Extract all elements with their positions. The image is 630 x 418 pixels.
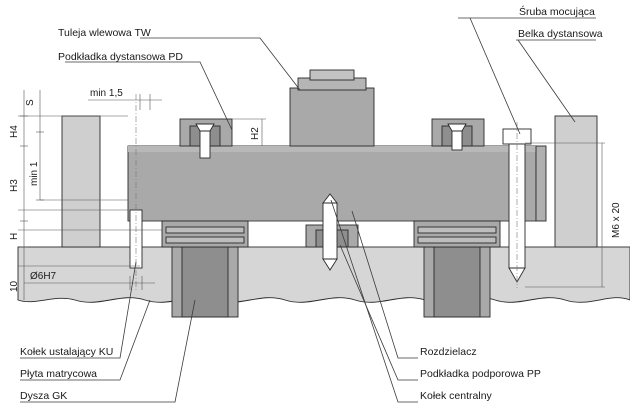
mounting-screw-shank: [508, 143, 526, 269]
spacer-beam: [554, 115, 598, 248]
dim-h3: H3: [9, 179, 20, 192]
dim-h4: H4: [9, 125, 20, 138]
pad-screw-right: [451, 129, 463, 151]
label-nozzle: Dysza GK: [20, 390, 67, 402]
label-spacer-pad: Podkładka dystansowa PD: [58, 51, 183, 63]
dim-m6x20: M6 x 20: [611, 202, 622, 238]
sprue-bushing: [289, 87, 375, 147]
dim-o6h7: Ø6H7: [30, 271, 57, 282]
pad-screw-left: [199, 129, 211, 159]
dim-min1: min 1: [29, 161, 40, 186]
dim-h2: H2: [250, 127, 261, 140]
label-manifold: Rozdzielacz: [420, 346, 477, 358]
dim-s: S: [25, 99, 36, 106]
dim-min15: min 1,5: [90, 88, 123, 99]
dim-h: H: [9, 233, 20, 240]
label-support-pad: Podkładka podporowa PP: [420, 368, 541, 380]
label-mounting-screw: Śruba mocująca: [519, 5, 595, 18]
label-sprue-bushing: Tuleja wlewowa TW: [58, 27, 151, 39]
label-central-pin: Kołek centralny: [420, 390, 493, 402]
label-locating-pin: Kołek ustalający KU: [20, 346, 113, 358]
label-die-plate: Płyta matrycowa: [20, 368, 97, 380]
dim-ten: 10: [9, 280, 20, 292]
left-spacer-block: [61, 115, 101, 248]
label-spacer-beam: Belka dystansowa: [518, 28, 603, 40]
